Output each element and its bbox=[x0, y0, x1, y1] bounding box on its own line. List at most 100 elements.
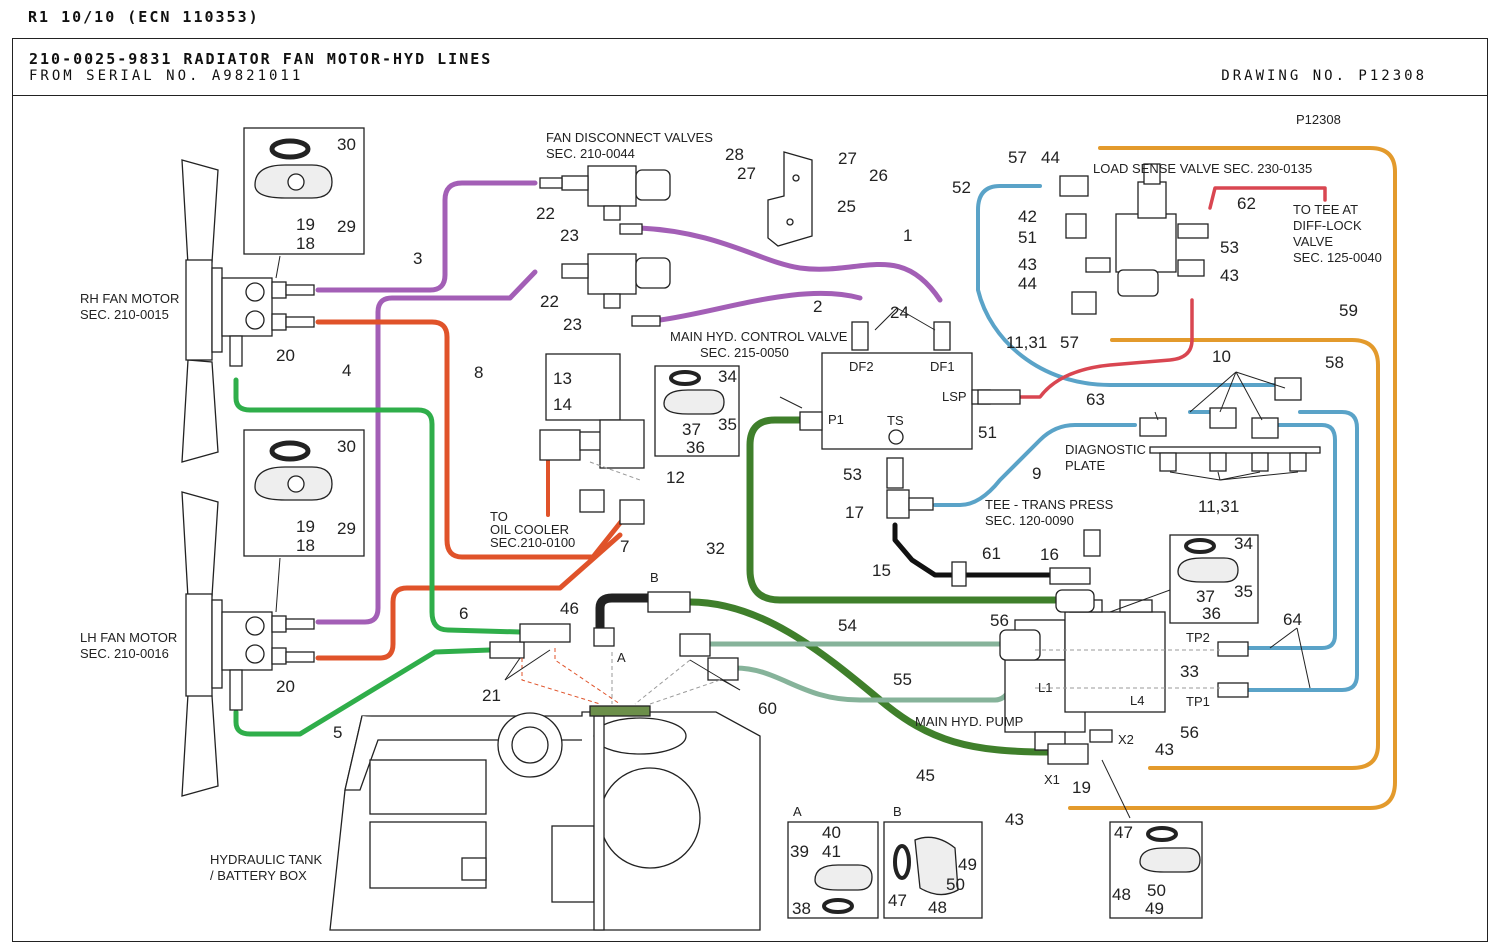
callout-57-b: 57 bbox=[1060, 333, 1079, 352]
callout-58: 58 bbox=[1325, 353, 1344, 372]
callout-45: 45 bbox=[916, 766, 935, 785]
components bbox=[489, 151, 1321, 765]
labels: P12308 FAN DISCONNECT VALVES SEC. 210-00… bbox=[80, 112, 1382, 883]
main-valve-label: MAIN HYD. CONTROL VALVE bbox=[670, 329, 848, 344]
callout-21: 21 bbox=[482, 686, 501, 705]
leader-lines bbox=[275, 255, 1311, 819]
port-lsp: LSP bbox=[942, 389, 967, 404]
view-b-marker: B bbox=[650, 570, 659, 585]
drawing-number: DRAWING NO. P12308 bbox=[1221, 68, 1427, 84]
port-l1: L1 bbox=[1038, 680, 1052, 695]
callout-numbers: 1 2 3 4 5 6 7 8 9 10 11,31 11,31 12 13 1… bbox=[276, 135, 1358, 918]
diagnostic-2: PLATE bbox=[1065, 458, 1106, 473]
callout-11-31-diag: 11,31 bbox=[1198, 497, 1239, 516]
callout-51-a: 51 bbox=[1018, 228, 1037, 247]
port-x2: X2 bbox=[1118, 732, 1134, 747]
callout-18-b: 18 bbox=[296, 536, 315, 555]
callout-7: 7 bbox=[620, 537, 629, 556]
callout-64: 64 bbox=[1283, 610, 1302, 629]
hose-58 bbox=[1110, 338, 1380, 770]
callout-10: 10 bbox=[1212, 347, 1231, 366]
callout-3: 3 bbox=[413, 249, 422, 268]
callout-14: 14 bbox=[553, 395, 572, 414]
lh-fan-label: LH FAN MOTOR bbox=[80, 630, 177, 645]
callout-49-b: 49 bbox=[1145, 899, 1164, 918]
callout-11-31-lsv: 11,31 bbox=[1006, 333, 1047, 352]
serial-note: FROM SERIAL NO. A9821011 bbox=[29, 68, 304, 84]
callout-35-a: 35 bbox=[718, 415, 737, 434]
hose-5 bbox=[233, 647, 493, 737]
rh-fan-label: RH FAN MOTOR bbox=[80, 291, 179, 306]
callout-46: 46 bbox=[560, 599, 579, 618]
callout-6: 6 bbox=[459, 604, 468, 623]
callout-52: 52 bbox=[952, 178, 971, 197]
callout-22-b: 22 bbox=[540, 292, 559, 311]
callout-56-b: 56 bbox=[1180, 723, 1199, 742]
hose-63 bbox=[1018, 298, 1194, 399]
port-tp2: TP2 bbox=[1186, 630, 1210, 645]
callout-19-b: 19 bbox=[296, 517, 315, 536]
callout-55: 55 bbox=[893, 670, 912, 689]
view-b-title: B bbox=[893, 804, 902, 819]
tee-trans-1: TEE - TRANS PRESS bbox=[985, 497, 1114, 512]
callout-5: 5 bbox=[333, 723, 342, 742]
callout-37-b: 37 bbox=[1196, 587, 1215, 606]
hose-2 bbox=[657, 290, 863, 323]
callout-54: 54 bbox=[838, 616, 857, 635]
dashed-routing bbox=[521, 648, 621, 705]
hose-4 bbox=[315, 269, 538, 625]
callout-53-b: 53 bbox=[843, 465, 862, 484]
hose-64-lower bbox=[1246, 410, 1359, 692]
callout-47-b: 47 bbox=[1114, 823, 1133, 842]
callout-27-a: 27 bbox=[838, 149, 857, 168]
callout-23-a: 23 bbox=[560, 226, 579, 245]
port-tp1: TP1 bbox=[1186, 694, 1210, 709]
tank-label-2: / BATTERY BOX bbox=[210, 868, 307, 883]
oil-cooler-2: OIL COOLER bbox=[490, 522, 569, 537]
callout-34-b: 34 bbox=[1234, 534, 1253, 553]
callout-62: 62 bbox=[1237, 194, 1256, 213]
callout-8: 8 bbox=[474, 363, 483, 382]
rh-fan-sec: SEC. 210-0015 bbox=[80, 307, 169, 322]
callout-13: 13 bbox=[553, 369, 572, 388]
callout-12: 12 bbox=[666, 468, 685, 487]
hose-1 bbox=[637, 225, 943, 303]
callout-9: 9 bbox=[1032, 464, 1041, 483]
fan-disconnect-label: FAN DISCONNECT VALVES bbox=[546, 130, 713, 145]
rh-fan bbox=[181, 159, 315, 463]
callout-29-b: 29 bbox=[337, 519, 356, 538]
callout-43-b: 43 bbox=[1220, 266, 1239, 285]
load-sense-label: LOAD SENSE VALVE SEC. 230-0135 bbox=[1093, 161, 1312, 176]
callout-60: 60 bbox=[758, 699, 777, 718]
hose-62 bbox=[1208, 186, 1327, 210]
oil-cooler-3: SEC.210-0100 bbox=[490, 535, 575, 550]
callout-16: 16 bbox=[1040, 545, 1059, 564]
title-block: 210-0025-9831 RADIATOR FAN MOTOR-HYD LIN… bbox=[13, 39, 1487, 96]
callout-26: 26 bbox=[869, 166, 888, 185]
callout-36-a: 36 bbox=[686, 438, 705, 457]
callout-38: 38 bbox=[792, 899, 811, 918]
callout-59: 59 bbox=[1339, 301, 1358, 320]
callout-18-a: 18 bbox=[296, 234, 315, 253]
hose-lines bbox=[233, 146, 1397, 810]
hose-7 bbox=[315, 532, 623, 661]
hose-9 bbox=[933, 423, 1137, 507]
callout-37-a: 37 bbox=[682, 420, 701, 439]
callout-41: 41 bbox=[822, 842, 841, 861]
callout-22-a: 22 bbox=[536, 204, 555, 223]
hose-6 bbox=[233, 377, 523, 635]
callout-24: 24 bbox=[890, 303, 909, 322]
diff-lock-1: TO TEE AT bbox=[1293, 202, 1358, 217]
hydraulic-tank bbox=[329, 705, 761, 931]
hose-32 bbox=[746, 416, 1059, 604]
callout-50-a: 50 bbox=[946, 875, 965, 894]
fan-disconnect-sec: SEC. 210-0044 bbox=[546, 146, 635, 161]
callout-4: 4 bbox=[342, 361, 351, 380]
hose-59 bbox=[1068, 146, 1397, 810]
revision-note: R1 10/10 (ECN 110353) bbox=[28, 8, 260, 26]
callout-28: 28 bbox=[725, 145, 744, 164]
callout-32: 32 bbox=[706, 539, 725, 558]
callout-42: 42 bbox=[1018, 207, 1037, 226]
tank-label-1: HYDRAULIC TANK bbox=[210, 852, 323, 867]
callout-30-a: 30 bbox=[337, 135, 356, 154]
